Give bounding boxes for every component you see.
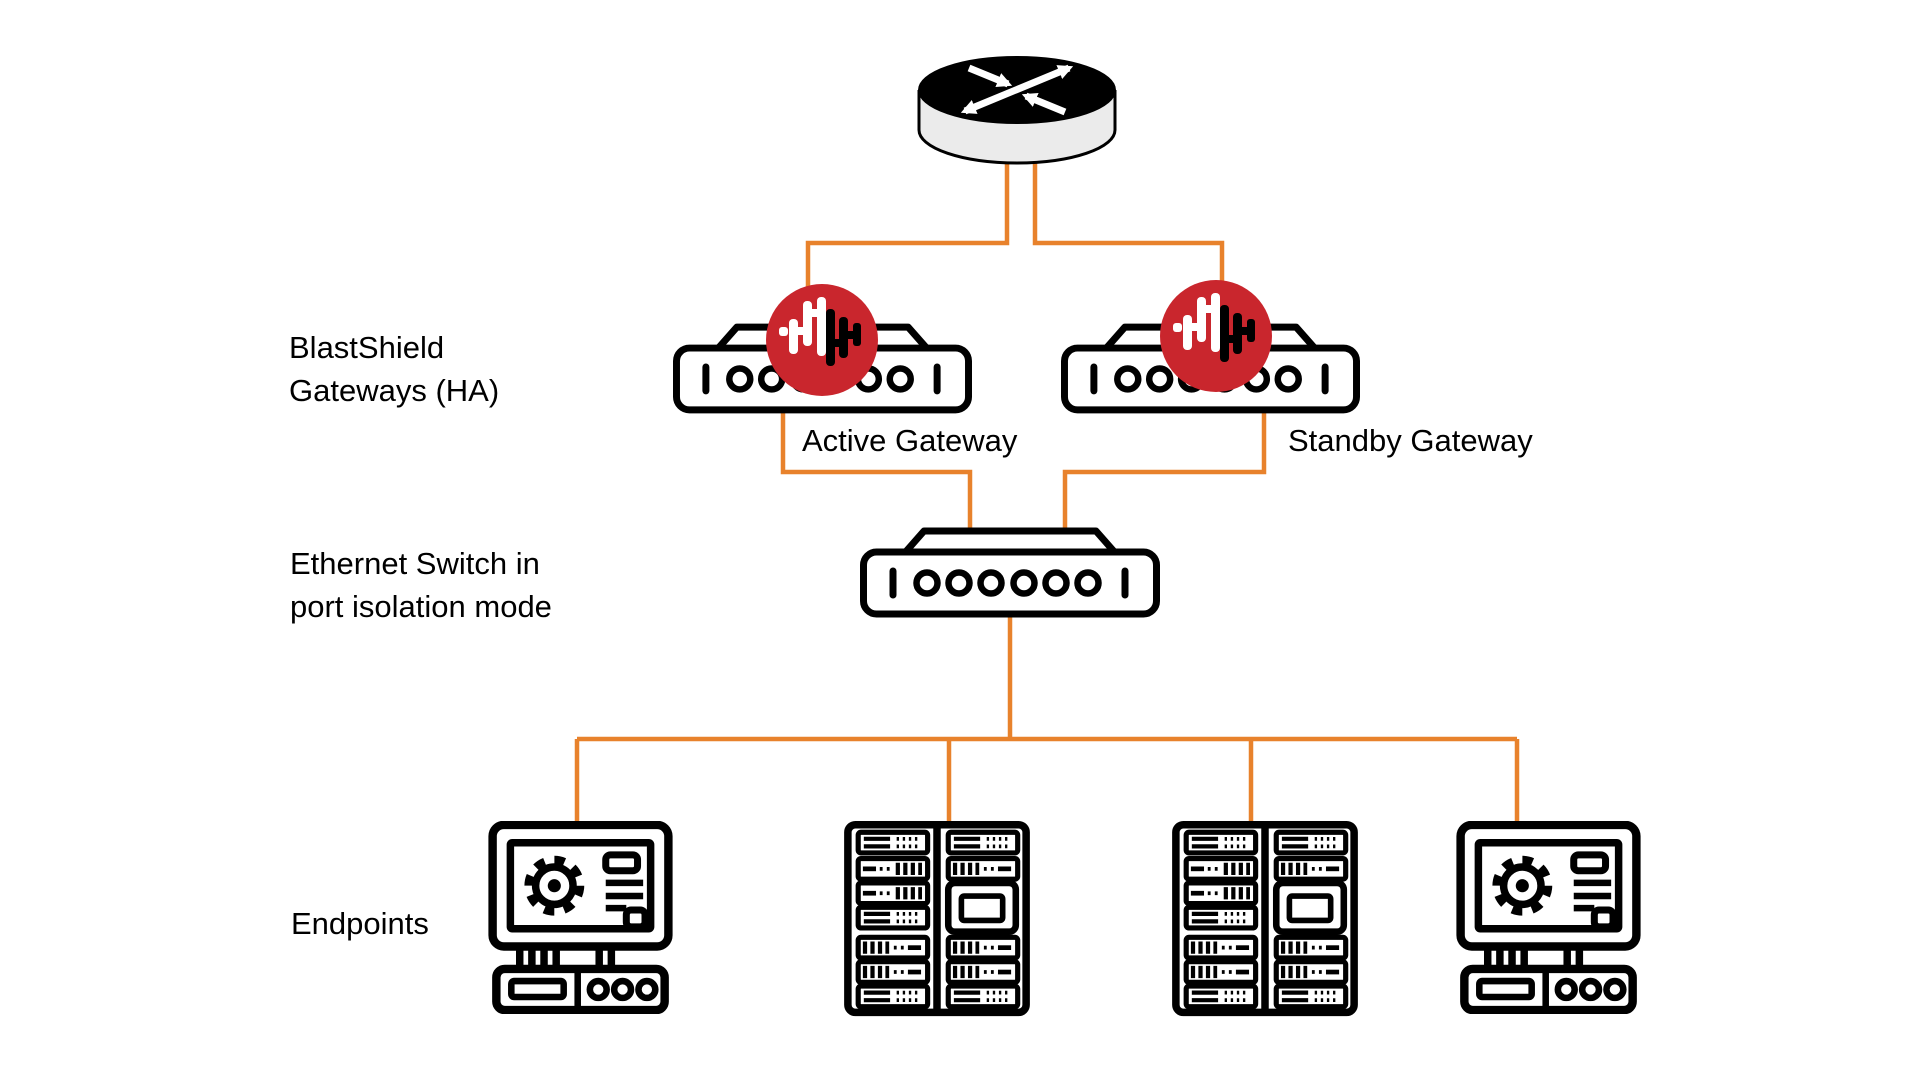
blastshield-logo-icon (1160, 280, 1272, 392)
standby-gateway-label: Standby Gateway (1288, 423, 1533, 458)
router-icon (915, 54, 1119, 166)
blastshield-logo-icon (766, 284, 878, 396)
server-rack-icon (843, 821, 1031, 1018)
ethernet-switch-label: Ethernet Switch in port isolation mode (290, 546, 552, 624)
hmi-workstation-icon (1455, 821, 1642, 1014)
hmi-workstation-icon (487, 821, 674, 1014)
endpoints-label: Endpoints (291, 906, 429, 941)
active-gateway-label: Active Gateway (802, 423, 1018, 458)
gateways-ha-label: BlastShield Gateways (HA) (289, 330, 500, 408)
ethernet-switch-icon (860, 524, 1160, 619)
server-rack-icon (1171, 821, 1359, 1018)
